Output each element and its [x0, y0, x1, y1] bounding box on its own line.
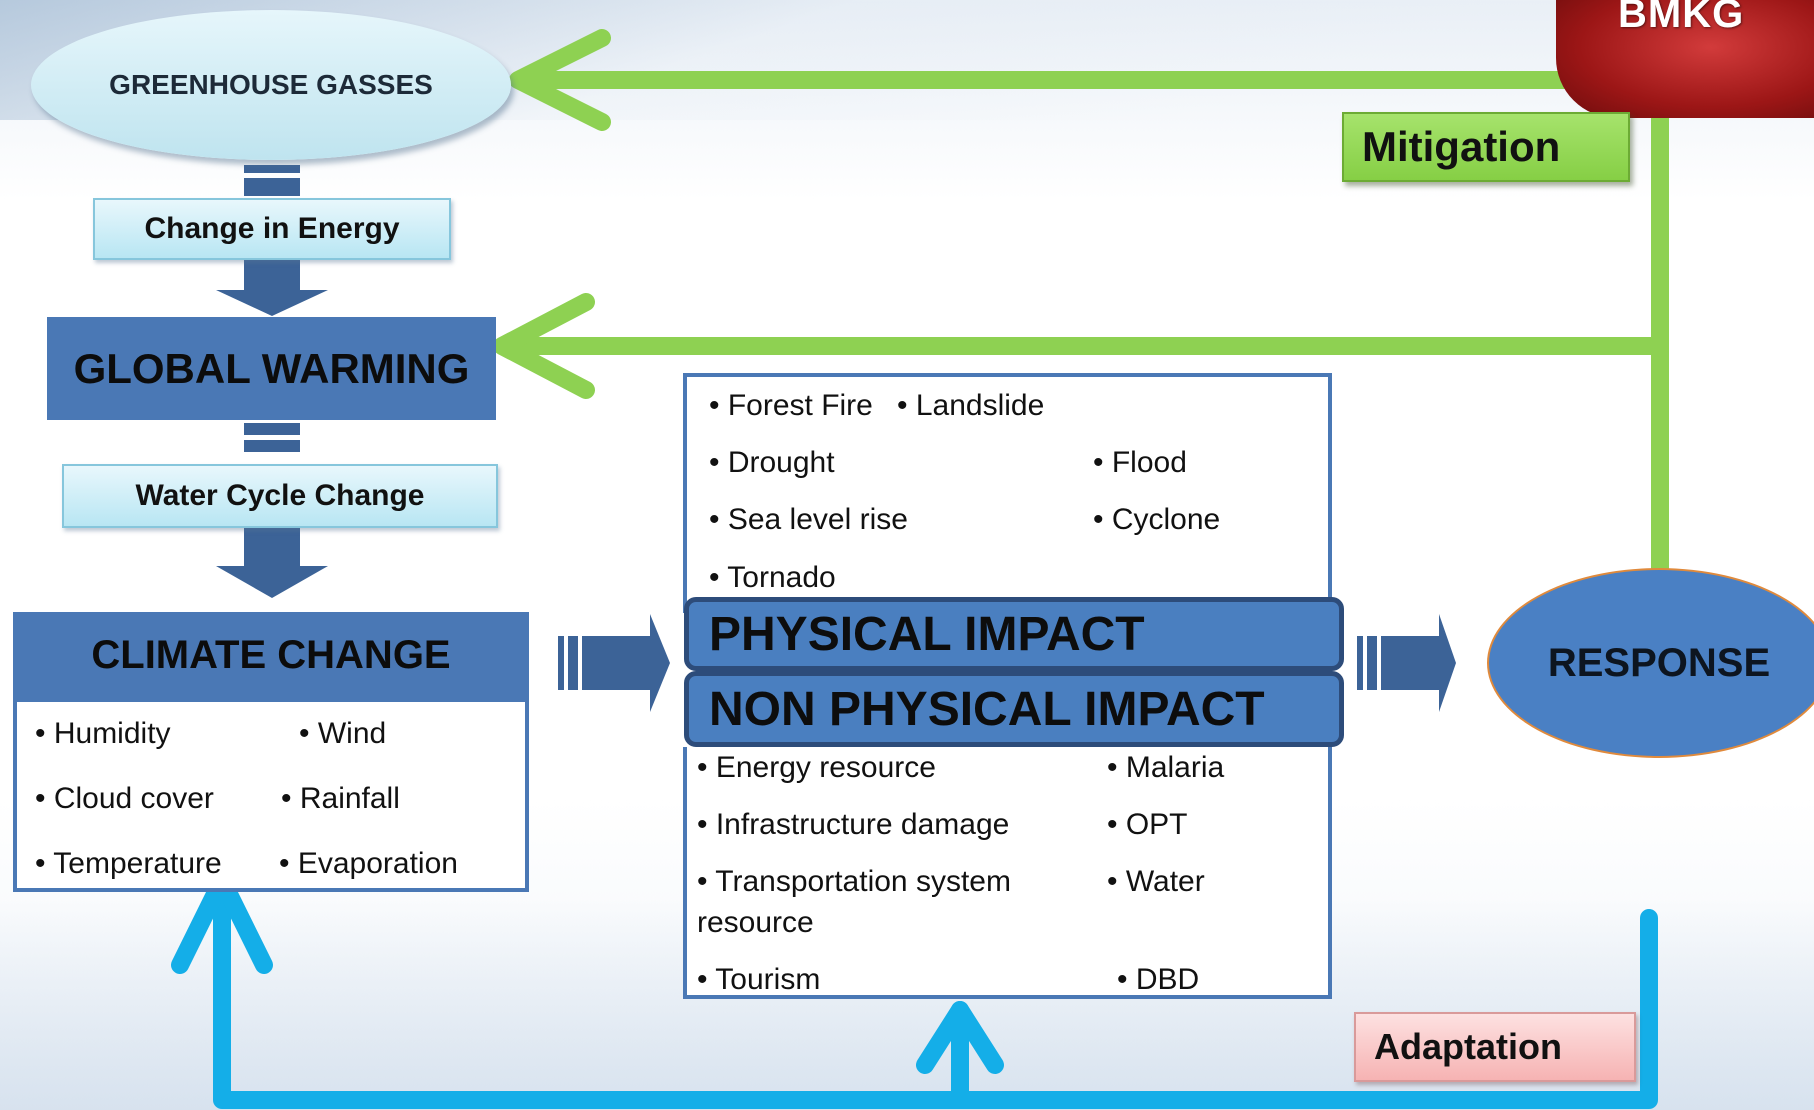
connector-gh-energy: [244, 165, 300, 173]
arrow-energy-warming-head: [216, 290, 328, 316]
non-physical-impact-label: NON PHYSICAL IMPACT: [709, 682, 1265, 736]
change-in-energy-label: Change in Energy: [144, 212, 400, 245]
list-item: • OPT: [1107, 808, 1188, 841]
adaptation-line: [213, 871, 1658, 1109]
list-item: • Cloud cover: [35, 782, 214, 815]
physical-impact-header: PHYSICAL IMPACT: [684, 597, 1344, 671]
list-item: • Water: [1107, 865, 1205, 898]
arrow-impact-response-bar2: [1367, 636, 1377, 690]
list-item: • Landslide: [897, 389, 1045, 422]
arrow-energy-warming-shaft: [244, 260, 300, 290]
physical-impact-list: • Forest Fire • Landslide • Drought • Fl…: [683, 373, 1332, 613]
arrow-climate-impact-head: [650, 614, 670, 712]
climate-factors-list: • Humidity • Wind • Cloud cover • Rainfa…: [13, 698, 529, 892]
mitigation-label: Mitigation: [1362, 123, 1561, 170]
arrowhead-impact: [916, 1001, 1004, 1074]
physical-impact-label: PHYSICAL IMPACT: [709, 607, 1145, 661]
mitigation-label-box: Mitigation: [1342, 112, 1630, 182]
arrow-water-climate-head: [216, 566, 328, 598]
bmkg-logo: BMKG: [1556, 0, 1814, 118]
list-item: • Temperature: [35, 847, 222, 880]
list-item: • Humidity: [35, 717, 171, 750]
greenhouse-gasses-node: GREENHOUSE GASSES: [31, 10, 511, 160]
list-item: • Infrastructure damage: [697, 808, 1010, 841]
arrow-impact-response-shaft: [1381, 636, 1439, 690]
water-cycle-node: Water Cycle Change: [62, 464, 498, 528]
water-cycle-label: Water Cycle Change: [135, 479, 425, 512]
list-item: • Malaria: [1107, 751, 1225, 784]
change-in-energy-node: Change in Energy: [93, 198, 451, 260]
connector-warming-water-2: [244, 440, 300, 452]
connector-warming-water-1: [244, 423, 300, 435]
adaptation-label: Adaptation: [1374, 1026, 1562, 1067]
arrow-water-climate-shaft: [244, 526, 300, 566]
arrow-impact-response-bar1: [1357, 636, 1363, 690]
list-item: • DBD: [1117, 963, 1200, 996]
list-item: • Flood: [1093, 446, 1187, 479]
list-item: • Drought: [709, 446, 835, 479]
arrowhead-greenhouse: [509, 29, 611, 131]
adaptation-label-box: Adaptation: [1354, 1012, 1636, 1082]
list-item: • Energy resource: [697, 751, 936, 784]
list-item: • Tornado: [709, 561, 836, 594]
global-warming-label: GLOBAL WARMING: [73, 344, 470, 392]
climate-change-node: CLIMATE CHANGE: [13, 612, 529, 698]
arrowhead-global-warming: [493, 293, 595, 399]
global-warming-node: GLOBAL WARMING: [47, 317, 496, 420]
list-item: • Cyclone: [1093, 503, 1221, 536]
list-item: • Forest Fire: [709, 389, 873, 422]
arrow-impact-response-head: [1439, 614, 1456, 712]
non-physical-impact-list: • Energy resource • Malaria • Infrastruc…: [683, 747, 1332, 999]
list-item: • Transportation system: [697, 865, 1011, 898]
list-item: • Rainfall: [281, 782, 400, 815]
list-item: • Evaporation: [279, 847, 458, 880]
non-physical-impact-header: NON PHYSICAL IMPACT: [684, 671, 1344, 747]
list-item: • Wind: [299, 717, 387, 750]
arrow-climate-impact-bar1: [558, 636, 564, 690]
connector-gh-energy-2: [244, 178, 300, 196]
greenhouse-gasses-label: GREENHOUSE GASSES: [109, 69, 433, 100]
list-item: • Sea level rise: [709, 503, 908, 536]
arrow-climate-impact-bar2: [568, 636, 578, 690]
list-item: • Tourism: [697, 963, 821, 996]
list-item: resource: [697, 906, 814, 939]
response-label: RESPONSE: [1547, 640, 1771, 685]
response-node: RESPONSE: [1487, 568, 1814, 758]
arrow-climate-impact-shaft: [582, 636, 650, 690]
climate-change-label: CLIMATE CHANGE: [91, 632, 451, 677]
logo-text: BMKG: [1618, 0, 1745, 36]
